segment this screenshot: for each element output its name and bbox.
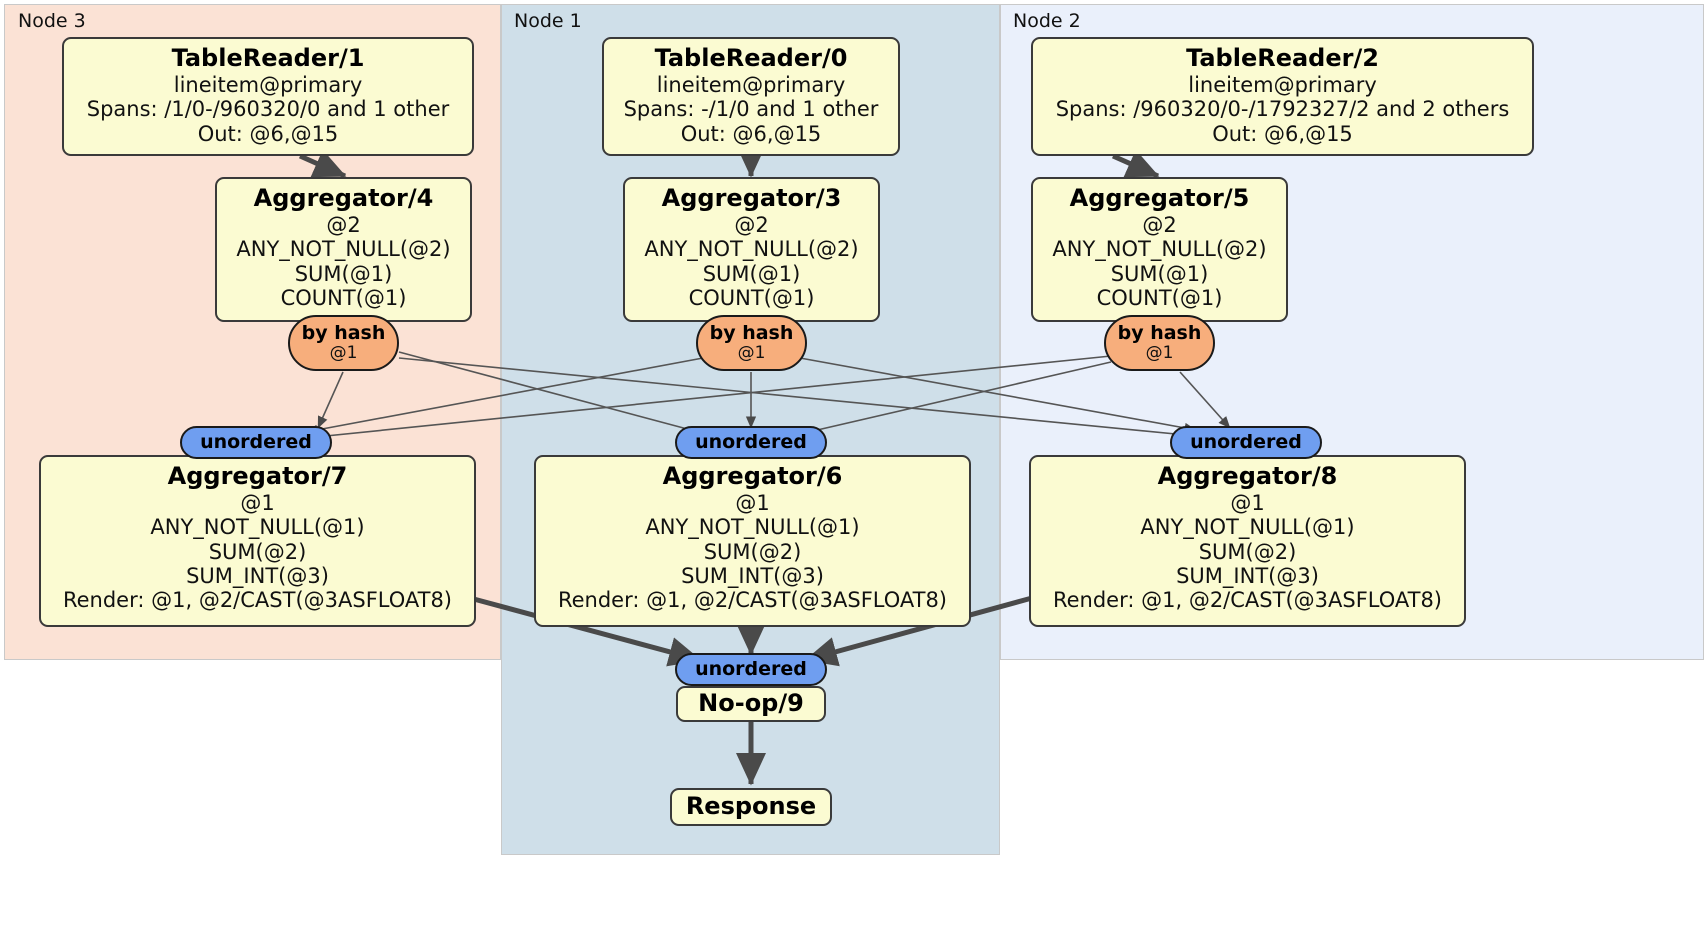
box-line: lineitem@primary: [1188, 72, 1377, 97]
badge-unordered-right[interactable]: unordered: [1170, 426, 1322, 459]
box-line: @2: [1142, 212, 1177, 237]
badge-label: unordered: [1190, 431, 1302, 454]
box-line: Out: @6,@15: [1212, 121, 1353, 146]
badge-label: unordered: [695, 431, 807, 454]
box-line: @1: [1230, 490, 1265, 515]
node-label-node2: Node 2: [1013, 10, 1081, 32]
box-line: SUM(@1): [702, 261, 801, 286]
badge-label: unordered: [695, 658, 807, 681]
badge-sub: @1: [1145, 343, 1174, 364]
box-line: SUM(@2): [703, 539, 802, 564]
box-line: Out: @6,@15: [197, 121, 339, 146]
box-line: SUM_INT(@3): [1176, 563, 1319, 588]
box-line: ANY_NOT_NULL(@1): [1140, 515, 1355, 540]
box-line: Out: @6,@15: [680, 121, 822, 146]
box-aggregator-5[interactable]: Aggregator/5 @2 ANY_NOT_NULL(@2) SUM(@1)…: [1031, 177, 1288, 322]
box-line: ANY_NOT_NULL(@2): [1052, 237, 1267, 262]
box-title: Aggregator/3: [661, 184, 842, 212]
box-line: Spans: -/1/0 and 1 other: [623, 97, 879, 122]
box-title: Aggregator/6: [662, 462, 843, 490]
box-line: @2: [326, 212, 361, 237]
box-line: COUNT(@1): [280, 285, 407, 310]
box-aggregator-3[interactable]: Aggregator/3 @2 ANY_NOT_NULL(@2) SUM(@1)…: [623, 177, 880, 322]
box-line: Spans: /960320/0-/1792327/2 and 2 others: [1055, 97, 1510, 122]
box-line: ANY_NOT_NULL(@2): [644, 237, 859, 262]
box-line: lineitem@primary: [656, 72, 846, 97]
box-line: lineitem@primary: [173, 72, 363, 97]
badge-unordered-center[interactable]: unordered: [675, 426, 827, 459]
box-aggregator-6[interactable]: Aggregator/6 @1 ANY_NOT_NULL(@1) SUM(@2)…: [534, 455, 971, 627]
badge-label: by hash: [1117, 322, 1202, 345]
badge-sub: @1: [329, 343, 358, 364]
badge-label: by hash: [301, 322, 386, 345]
box-line: @2: [734, 212, 769, 237]
box-title: TableReader/1: [171, 44, 365, 72]
badge-by-hash-right[interactable]: by hash @1: [1104, 315, 1215, 371]
box-aggregator-4[interactable]: Aggregator/4 @2 ANY_NOT_NULL(@2) SUM(@1)…: [215, 177, 472, 322]
box-title: Aggregator/4: [253, 184, 434, 212]
box-title: Aggregator/7: [167, 462, 348, 490]
box-aggregator-7[interactable]: Aggregator/7 @1 ANY_NOT_NULL(@1) SUM(@2)…: [39, 455, 476, 627]
box-line: SUM(@1): [294, 261, 393, 286]
badge-label: by hash: [709, 322, 794, 345]
box-table-reader-2[interactable]: TableReader/2 lineitem@primary Spans: /9…: [1031, 37, 1534, 156]
box-line: SUM(@2): [1198, 539, 1297, 564]
box-aggregator-8[interactable]: Aggregator/8 @1 ANY_NOT_NULL(@1) SUM(@2)…: [1029, 455, 1466, 627]
node-label-node1: Node 1: [514, 10, 582, 32]
badge-unordered-final[interactable]: unordered: [675, 653, 827, 686]
box-title: TableReader/0: [654, 44, 848, 72]
box-response[interactable]: Response: [670, 788, 832, 826]
badge-by-hash-left[interactable]: by hash @1: [288, 315, 399, 371]
box-line: Render: @1, @2/CAST(@3ASFLOAT8): [62, 588, 453, 613]
box-line: SUM(@1): [1110, 261, 1209, 286]
box-line: ANY_NOT_NULL(@2): [236, 237, 451, 262]
box-line: @1: [240, 490, 275, 515]
node-label-node3: Node 3: [18, 10, 86, 32]
box-no-op-9[interactable]: No-op/9: [676, 686, 826, 722]
box-title: Aggregator/8: [1157, 462, 1338, 490]
box-line: Render: @1, @2/CAST(@3ASFLOAT8): [1052, 588, 1443, 613]
box-title: Response: [685, 792, 817, 821]
badge-unordered-left[interactable]: unordered: [180, 426, 332, 459]
box-line: ANY_NOT_NULL(@1): [150, 515, 365, 540]
box-line: SUM_INT(@3): [186, 563, 329, 588]
box-line: COUNT(@1): [1096, 285, 1223, 310]
box-line: @1: [735, 490, 770, 515]
box-line: COUNT(@1): [688, 285, 815, 310]
box-line: ANY_NOT_NULL(@1): [645, 515, 860, 540]
badge-label: unordered: [200, 431, 312, 454]
box-line: SUM(@2): [208, 539, 307, 564]
badge-sub: @1: [737, 343, 766, 364]
box-title: TableReader/2: [1186, 44, 1379, 72]
badge-by-hash-center[interactable]: by hash @1: [696, 315, 807, 371]
box-title: Aggregator/5: [1069, 184, 1250, 212]
box-line: Render: @1, @2/CAST(@3ASFLOAT8): [557, 588, 948, 613]
box-line: SUM_INT(@3): [681, 563, 824, 588]
box-line: Spans: /1/0-/960320/0 and 1 other: [86, 97, 450, 122]
box-table-reader-1[interactable]: TableReader/1 lineitem@primary Spans: /1…: [62, 37, 474, 156]
box-title: No-op/9: [698, 689, 804, 718]
box-table-reader-0[interactable]: TableReader/0 lineitem@primary Spans: -/…: [602, 37, 900, 156]
